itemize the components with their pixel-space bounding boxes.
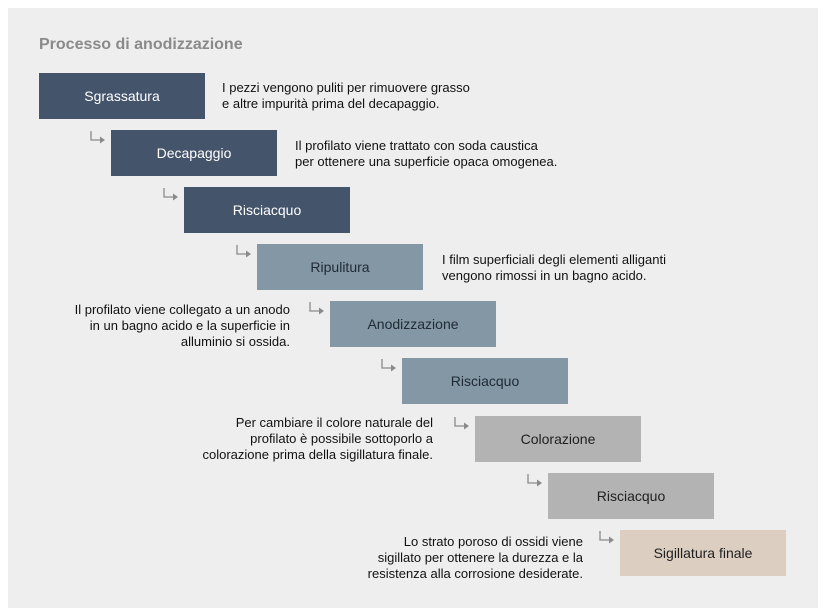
desc-line: I pezzi vengono puliti per rimuovere gra… (222, 80, 470, 95)
desc-line: resistenza alla corrosione desiderate. (367, 566, 583, 581)
desc-decapaggio: Il profilato viene trattato con soda cau… (295, 138, 557, 170)
arrow-icon (381, 359, 396, 372)
desc-line: per ottenere una superficie opaca omogen… (295, 154, 558, 169)
step-risciacquo-3: Risciacquo (548, 473, 714, 519)
desc-line: Lo strato poroso di ossidi viene (403, 534, 583, 549)
step-sgrassatura: Sgrassatura (39, 73, 205, 119)
arrow-icon (309, 302, 324, 315)
diagram-title: Processo di anodizzazione (39, 36, 243, 53)
desc-line: Per cambiare il colore naturale del (235, 415, 433, 430)
desc-anodizzazione: Il profilato viene collegato a un anodo … (75, 302, 290, 350)
desc-line: colorazione prima della sigillatura fina… (202, 447, 433, 462)
step-risciacquo-2: Risciacquo (402, 358, 568, 404)
step-decapaggio: Decapaggio (111, 130, 277, 176)
desc-line: vengono rimossi in un bagno acido. (442, 268, 647, 283)
step-risciacquo-1: Risciacquo (184, 187, 350, 233)
arrow-icon (163, 188, 178, 201)
desc-sigillatura: Lo strato poroso di ossidi viene sigilla… (368, 534, 583, 582)
desc-colorazione: Per cambiare il colore naturale del prof… (202, 415, 433, 463)
desc-line: profilato è possibile sottoporlo a (250, 431, 433, 446)
desc-ripulitura: I film superficiali degli elementi allig… (442, 252, 666, 284)
desc-line: sigillato per ottenere la durezza e la (377, 550, 583, 565)
step-ripulitura: Ripulitura (257, 244, 423, 290)
arrow-icon (599, 531, 614, 544)
desc-line: in un bagno acido e la superficie in (89, 318, 290, 333)
desc-line: e altre impurità prima del decapaggio. (222, 96, 440, 111)
arrow-icon (527, 474, 542, 487)
arrow-icon (454, 417, 469, 430)
desc-line: Il profilato viene trattato con soda cau… (295, 138, 538, 153)
desc-line: I film superficiali degli elementi allig… (442, 252, 666, 267)
step-sigillatura: Sigillatura finale (620, 530, 786, 576)
arrow-icon (90, 131, 105, 144)
step-colorazione: Colorazione (475, 416, 641, 462)
arrow-icon (236, 245, 251, 258)
desc-line: alluminio si ossida. (180, 334, 290, 349)
desc-sgrassatura: I pezzi vengono puliti per rimuovere gra… (222, 80, 470, 112)
step-anodizzazione: Anodizzazione (330, 301, 496, 347)
desc-line: Il profilato viene collegato a un anodo (74, 302, 290, 317)
